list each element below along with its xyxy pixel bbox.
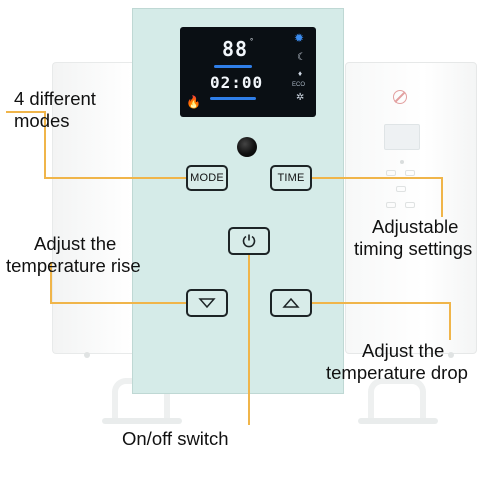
moon-icon: ☾ <box>297 52 306 63</box>
leader-line <box>248 255 250 425</box>
mini-button <box>396 186 406 192</box>
temperature-down-button[interactable] <box>186 289 228 317</box>
heater-foot-right <box>368 378 426 422</box>
time-button[interactable]: TIME <box>270 165 312 191</box>
lcd-display: 88 ° 02:00 🔥 ✹ ☾ ♦ ECO ✲ <box>180 27 316 117</box>
mini-button <box>386 202 396 208</box>
lcd-bar <box>210 97 256 100</box>
flame-icon: 🔥 <box>186 95 201 109</box>
callout-drop-line1: Adjust the <box>362 340 445 361</box>
leader-line <box>312 177 442 179</box>
mode-button[interactable]: MODE <box>186 165 228 191</box>
mini-sensor <box>400 160 404 164</box>
time-readout: 02:00 <box>210 73 264 92</box>
callout-timing-line2: timing settings <box>354 238 473 259</box>
drop-icon: ♦ <box>298 69 303 78</box>
heater-body-right <box>345 62 477 354</box>
leader-line <box>50 302 186 304</box>
heater-foot-base <box>358 418 438 424</box>
callout-timing-line1: Adjustable <box>372 216 459 237</box>
callout-rise-line2: temperature rise <box>6 255 141 276</box>
triangle-up-icon <box>282 297 300 308</box>
power-button[interactable] <box>228 227 270 255</box>
eco-icon: ECO <box>292 82 306 88</box>
sensor-eye <box>237 137 257 157</box>
leader-line <box>441 177 443 217</box>
leader-line <box>312 302 450 304</box>
power-icon <box>242 234 256 248</box>
temperature-up-button[interactable] <box>270 289 312 317</box>
mount-bolt <box>448 352 454 358</box>
mount-bolt <box>84 352 90 358</box>
heater-foot-base <box>102 418 182 424</box>
leader-line <box>6 111 46 113</box>
sun-icon: ✹ <box>294 31 305 45</box>
mini-display <box>384 124 420 150</box>
do-not-cover-icon <box>393 90 407 104</box>
callout-drop-line2: temperature drop <box>326 362 468 383</box>
callout-rise-line1: Adjust the <box>34 233 117 254</box>
leader-line <box>50 262 52 304</box>
leader-line <box>44 177 186 179</box>
degree-icon: ° <box>250 37 254 46</box>
triangle-down-icon <box>198 298 216 309</box>
leader-line <box>44 111 46 178</box>
mini-button <box>386 170 396 176</box>
callout-power: On/off switch <box>122 428 229 449</box>
mini-button <box>405 170 415 176</box>
callout-modes-line2: modes <box>14 110 70 131</box>
heater-body-left <box>52 62 132 354</box>
leader-line <box>449 302 451 340</box>
mini-button <box>405 202 415 208</box>
snowflake-icon: ✲ <box>296 92 305 103</box>
temperature-readout: 88 <box>222 37 249 61</box>
lcd-bar <box>214 65 252 68</box>
callout-modes-line1: 4 different <box>14 88 96 109</box>
